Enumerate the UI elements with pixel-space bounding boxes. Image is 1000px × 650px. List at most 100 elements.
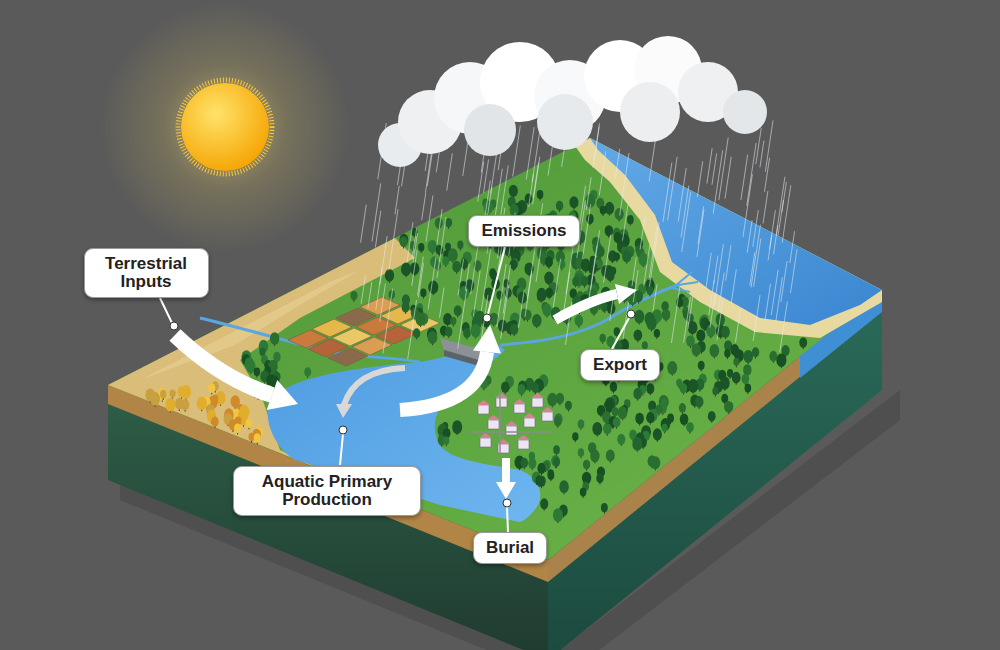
- tree: [799, 337, 807, 348]
- tree: [528, 458, 536, 469]
- cloud-puff: [620, 82, 680, 142]
- tree: [428, 331, 438, 344]
- tree: [443, 437, 449, 445]
- rain-streak: [713, 150, 722, 213]
- tree: [580, 488, 587, 497]
- tree: [745, 384, 752, 393]
- tree: [548, 471, 555, 480]
- tree: [435, 218, 443, 229]
- tree: [537, 288, 547, 302]
- cloud-puff: [723, 90, 767, 134]
- rain-streak: [484, 159, 489, 192]
- rain-streak: [503, 265, 510, 314]
- rain-streak: [718, 273, 724, 313]
- leader-dot: [627, 310, 635, 318]
- tree: [471, 324, 481, 338]
- rain-streak: [632, 257, 636, 286]
- rain-streak: [437, 209, 442, 244]
- tree: [590, 450, 599, 463]
- rain-streak: [763, 191, 768, 224]
- rain-streak: [604, 235, 611, 283]
- tree: [615, 208, 624, 220]
- tree: [617, 434, 625, 445]
- label-text: Emissions: [481, 222, 566, 240]
- tree: [721, 326, 730, 338]
- leader-line: [160, 298, 172, 323]
- tree: [692, 343, 701, 356]
- tree: [525, 193, 533, 203]
- tree: [622, 250, 631, 262]
- tree: [679, 403, 686, 413]
- tree: [583, 460, 590, 470]
- rain-streak: [361, 275, 365, 304]
- rain-streak: [422, 193, 426, 220]
- cloud-puff: [464, 104, 516, 156]
- tree: [634, 329, 643, 341]
- rain-streak: [548, 145, 553, 175]
- tree: [578, 448, 584, 457]
- house-roof: [541, 407, 554, 412]
- rain-streak: [653, 284, 657, 311]
- tree: [400, 236, 408, 247]
- tree: [254, 433, 261, 443]
- arrow-head: [336, 404, 352, 418]
- tree: [509, 185, 518, 197]
- leader-line: [507, 507, 508, 532]
- tree: [350, 291, 357, 301]
- tree: [662, 424, 668, 432]
- tree: [553, 445, 560, 454]
- tree: [605, 225, 613, 236]
- tree: [724, 401, 733, 413]
- tree: [686, 422, 694, 432]
- rain-streak: [413, 233, 417, 263]
- rain-streak: [519, 290, 525, 328]
- house-roof: [517, 435, 530, 440]
- rain-streak: [426, 195, 433, 241]
- house-roof: [523, 413, 536, 418]
- rain-streak: [765, 284, 770, 319]
- rain-streak: [526, 127, 534, 180]
- leader-line: [612, 318, 629, 349]
- rain-streak: [750, 252, 755, 285]
- house: [532, 398, 543, 407]
- tree: [603, 423, 611, 434]
- tree: [601, 503, 608, 512]
- tree: [651, 456, 661, 469]
- rain-streak: [771, 270, 778, 315]
- burial-arrow: [502, 458, 510, 483]
- tree: [537, 190, 544, 199]
- rain-streak: [447, 153, 453, 190]
- label-box: Emissions: [468, 215, 579, 247]
- tree: [600, 206, 607, 215]
- tree: [501, 382, 509, 393]
- rain-streak: [709, 280, 714, 315]
- river-delta: [672, 272, 698, 292]
- rain-streak: [408, 300, 417, 359]
- tree: [633, 388, 642, 400]
- tree: [532, 383, 540, 393]
- label-text: Terrestrial Inputs: [97, 255, 196, 292]
- rain-streak: [458, 259, 463, 295]
- rain-streak: [714, 256, 718, 284]
- house-roof: [479, 433, 492, 438]
- tree: [208, 383, 215, 393]
- label-box: Aquatic Primary Production: [233, 466, 421, 517]
- tree: [776, 353, 786, 367]
- tree: [592, 422, 602, 436]
- rain-streak: [478, 162, 484, 202]
- rain-streak: [671, 286, 679, 343]
- house: [496, 398, 507, 407]
- rain-streak: [747, 220, 752, 252]
- cloud-puff: [537, 94, 593, 150]
- rain-streak: [726, 245, 731, 281]
- tree: [553, 508, 563, 522]
- rain-streak: [712, 153, 717, 184]
- rain-streak: [790, 231, 795, 263]
- rain-streak: [753, 295, 760, 341]
- tree: [743, 350, 753, 363]
- sun-rays: [178, 80, 272, 174]
- arrow-head: [615, 284, 637, 304]
- tree: [606, 450, 615, 462]
- rain-streak: [741, 155, 748, 200]
- rain-streak: [710, 294, 715, 328]
